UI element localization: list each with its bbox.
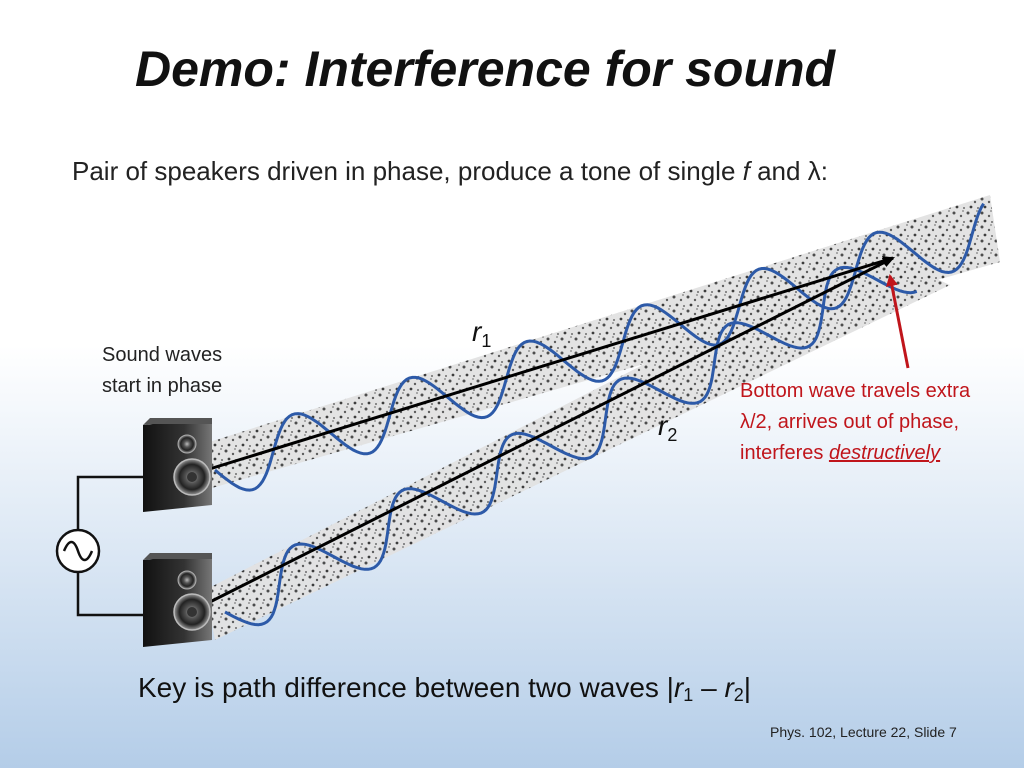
- circuit-wire: [76, 475, 143, 617]
- annotation-arrow: [886, 274, 910, 369]
- wave-top: [214, 202, 985, 492]
- ac-source-icon: [55, 528, 101, 574]
- wave-bottom: [224, 265, 918, 627]
- key-statement: Key is path difference between two waves…: [138, 672, 752, 705]
- path-arrow-r2: [189, 256, 895, 614]
- note-start-in-phase: Sound waves start in phase: [102, 344, 223, 397]
- label-r2: r2: [658, 410, 678, 445]
- slide-title: Demo: Interference for sound: [135, 41, 836, 97]
- note-destructive: Bottom wave travels extra λ/2, arrives o…: [740, 380, 971, 464]
- slide-credit: Phys. 102, Lecture 22, Slide 7: [770, 724, 957, 740]
- path-arrow-r1: [189, 256, 895, 477]
- speaker-bottom-icon: [143, 553, 212, 647]
- label-r1: r1: [472, 316, 492, 351]
- beam-bottom: [205, 248, 950, 640]
- subtitle: Pair of speakers driven in phase, produc…: [72, 156, 828, 186]
- beam-top: [200, 195, 1000, 490]
- speaker-top-icon: [143, 418, 212, 512]
